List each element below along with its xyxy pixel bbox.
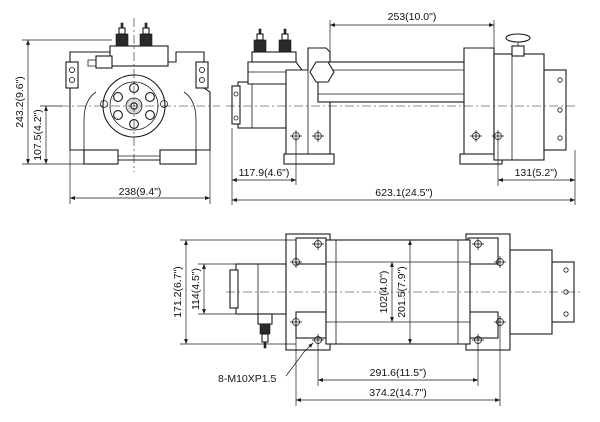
top-view <box>226 233 580 351</box>
side-view <box>226 28 575 165</box>
dimension-labels: 253(10.0") 243.2(9.6") 107.5(4.2") 238(9… <box>14 11 557 399</box>
dim-drum-diameter: 102(4.0") <box>378 271 390 314</box>
dim-overall-width: 238(9.4") <box>119 186 162 198</box>
dim-flange-diameter: 201.5(7.9") <box>396 266 408 318</box>
dim-bolt-spacing: 291.6(11.5") <box>370 367 427 379</box>
dim-drum-length: 253(10.0") <box>388 11 437 23</box>
dim-base-length: 374.2(14.7") <box>369 387 426 399</box>
dim-center-height: 107.5(4.2") <box>32 109 44 161</box>
front-view <box>60 18 220 172</box>
dim-overall-length: 623.1(24.5") <box>375 187 432 199</box>
dim-motor-height: 114(4.5") <box>190 268 202 310</box>
side-view-dimensions <box>231 20 576 205</box>
top-view-dimensions <box>180 239 501 406</box>
front-view-dimensions <box>22 39 211 204</box>
dim-gear-end: 131(5.2") <box>515 167 558 179</box>
dim-motor-offset: 117.9(4.6") <box>239 167 290 179</box>
dim-footprint-depth: 171.2(6.7") <box>172 266 184 318</box>
dim-overall-height: 243.2(9.6") <box>14 76 26 128</box>
bolt-note: 8-M10XP1.5 <box>218 373 277 385</box>
